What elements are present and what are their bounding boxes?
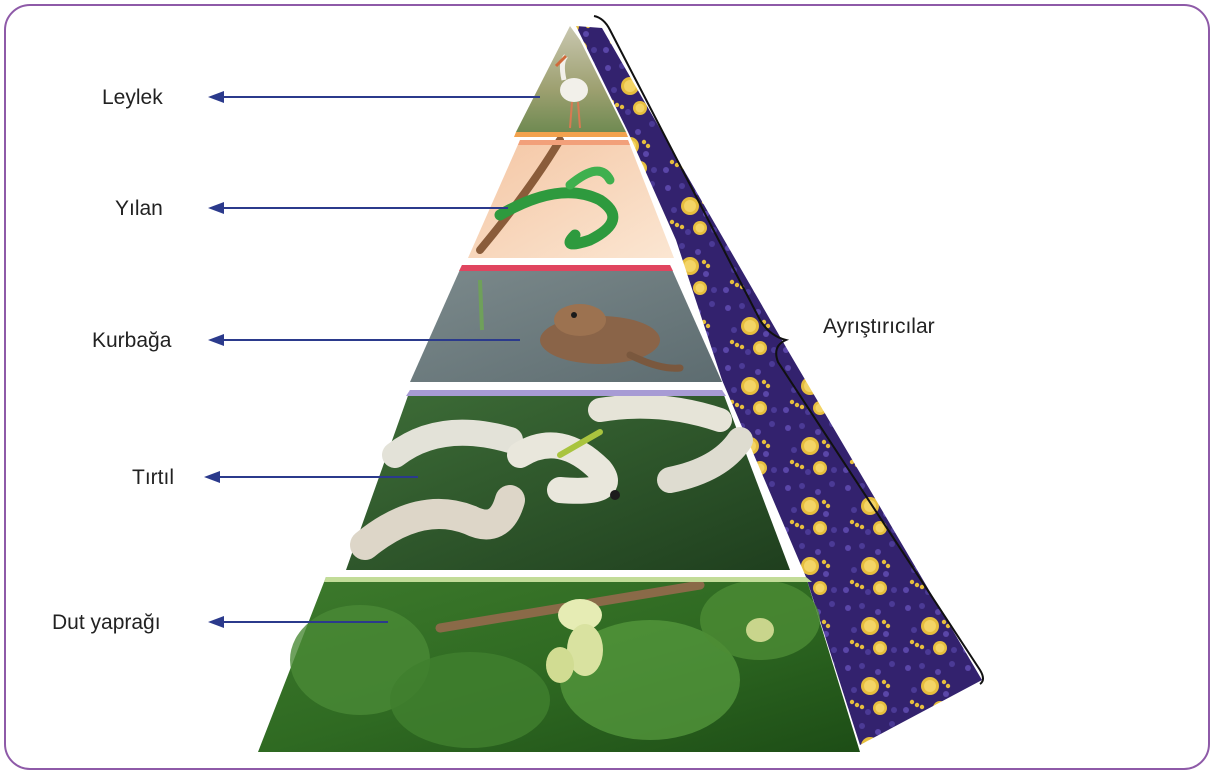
level-mulberry-leaf — [258, 577, 860, 752]
label-caterpillar: Tırtıl — [132, 466, 174, 489]
label-frog: Kurbağa — [92, 329, 172, 352]
label-mulberry-leaf: Dut yaprağı — [52, 611, 161, 634]
level-caterpillar — [346, 390, 790, 570]
label-decomposers: Ayrıştırıcılar — [823, 315, 935, 338]
label-snake: Yılan — [115, 197, 163, 220]
level-frog — [410, 265, 722, 382]
label-stork: Leylek — [102, 86, 163, 109]
